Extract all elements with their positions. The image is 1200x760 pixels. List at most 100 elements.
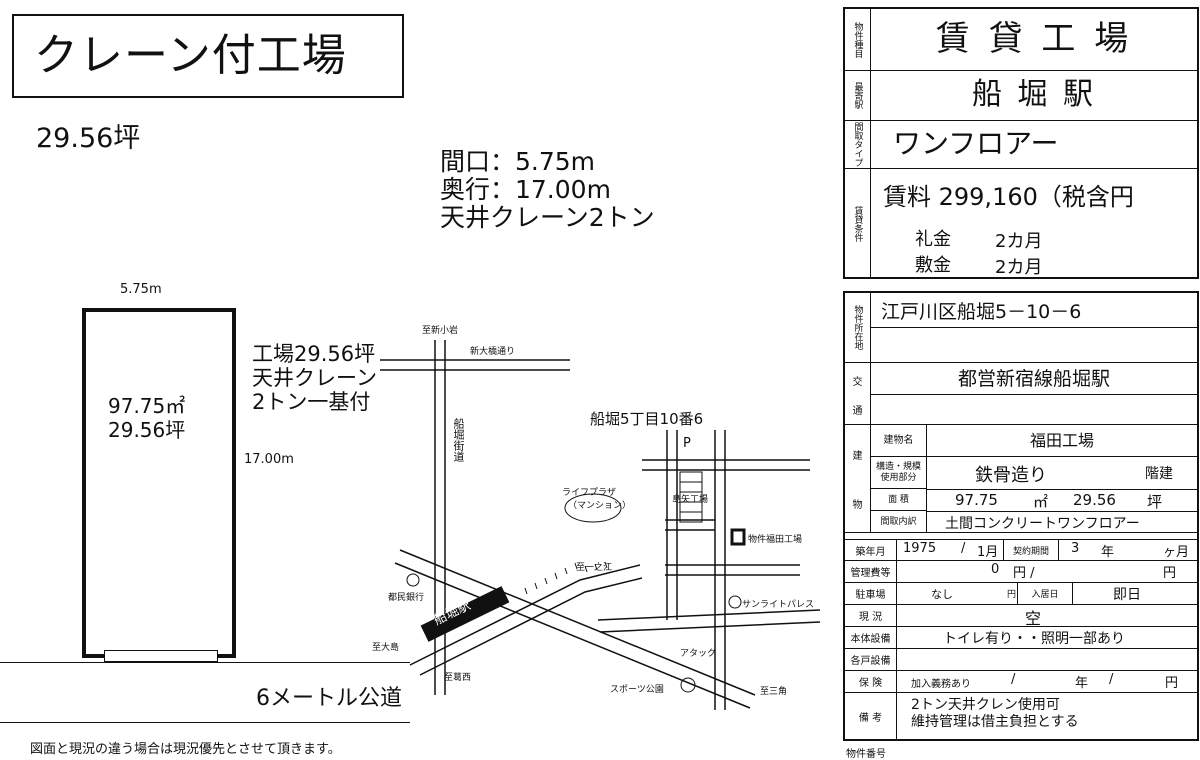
crane-spec: 天井クレーン2トン <box>440 203 655 232</box>
entrance-door <box>104 650 218 662</box>
life-plaza-outline <box>564 493 622 523</box>
mgmt-yen: 円 <box>1163 566 1177 581</box>
road-h2 <box>665 519 715 531</box>
summary-table: 物件種目 賃 貸 工 場 最寄駅 船 堀 駅 間取タイプ ワンフロアー 賃貸条件… <box>843 7 1199 279</box>
equipment-value: トイレ有り・・照明一部あり <box>943 631 1125 647</box>
floor-sqm: 97.75㎡ <box>108 394 186 418</box>
road-funabori-kaido <box>434 340 446 695</box>
property-no-label: 物件番号 <box>846 749 886 760</box>
floor-plan: 97.75㎡ 29.56坪 <box>82 308 236 658</box>
map-to-kasainishi: 至葛西 <box>444 673 472 683</box>
area-label: 面 積 <box>871 489 927 511</box>
status-label: 現 況 <box>845 605 897 626</box>
map-roads <box>380 340 821 710</box>
map-fukuda: 物件福田工場 <box>748 535 803 545</box>
station-block <box>420 586 510 642</box>
map-life-plaza: ライフプラザ <box>562 488 617 498</box>
road-line <box>0 662 410 663</box>
key-money-label: 礼金 <box>915 229 951 250</box>
area-tsubo-value: 29.56 <box>1073 491 1116 509</box>
sunlight-icon <box>728 595 742 609</box>
structure-label: 構造・規模 使用部分 <box>871 457 927 489</box>
transit-value: 都営新宿線船堀駅 <box>871 363 1197 395</box>
year-unit: 年 <box>1101 545 1115 560</box>
map-sports-park: スポーツ公園 <box>610 685 664 695</box>
remarks-value: 2トン天井クレン使用可 維持管理は借主負担とする <box>911 697 1079 731</box>
bank-icon <box>406 573 420 587</box>
key-money-value: 2カ月 <box>995 231 1043 252</box>
mgmt-value: 0 <box>991 562 1000 577</box>
status-value: 空 <box>1025 609 1042 628</box>
spec-list: 間口：5.75m 奥行：17.00m 天井クレーン2トン <box>440 148 655 232</box>
built-sep: / <box>961 541 966 556</box>
station-label: 最寄駅 <box>845 71 871 120</box>
length-label: 17.00m <box>244 452 294 467</box>
structure-value: 鉄骨造り <box>975 465 1047 486</box>
detail-table: 物件所在地 江戸川区船堀5－10－6 交 通 都営新宿線船堀駅 建 物 建物名 … <box>843 291 1199 741</box>
fukuda-factory-mark <box>730 528 746 546</box>
building-label: 建 物 <box>845 425 871 532</box>
ins-yen: 円 <box>1165 676 1179 691</box>
map-parking: P <box>683 436 691 451</box>
road-diagonal-2 <box>409 564 643 676</box>
tsubo-unit: 坪 <box>1147 493 1163 511</box>
insurance-label: 保 険 <box>845 671 897 692</box>
map-funabori-kaido: 船堀街道 <box>452 418 465 462</box>
movein-label: 入居日 <box>1017 583 1073 604</box>
insurance-value: 加入義務あり <box>911 679 971 690</box>
map-to-mizue: 至三角 <box>760 687 788 697</box>
divider <box>0 722 410 723</box>
remarks-line: 2トン天井クレン使用可 <box>911 697 1060 713</box>
factory-note: 工場29.56坪 天井クレーン 2トン一基付 <box>252 342 377 414</box>
equipment-label: 本体設備 <box>845 627 897 648</box>
parking-value: なし <box>931 588 953 601</box>
layout-detail-label: 間取内訳 <box>871 511 927 533</box>
contract-years: 3 <box>1071 541 1080 556</box>
station-value: 船 堀 駅 <box>971 77 1097 112</box>
type-label: 物件種目 <box>845 9 871 70</box>
depth: 奥行：17.00m <box>440 175 611 204</box>
map-to-ojima: 至大島 <box>372 643 400 653</box>
map-shin-ohashi: 新大橋通り <box>470 347 516 357</box>
map-tomin-bank: 都民銀行 <box>388 593 425 603</box>
listing-title: クレーン付工場 <box>12 14 404 98</box>
building-name: 福田工場 <box>927 425 1197 457</box>
map-sunlight: サンライトパレス <box>742 600 815 610</box>
area-sqm: 97.75 <box>955 491 998 509</box>
factory-note-line: 天井クレーン <box>252 366 377 390</box>
yen-per: 円 / <box>1013 566 1035 581</box>
movein-value: 即日 <box>1113 587 1141 603</box>
shimaya-building <box>679 471 703 523</box>
location-map <box>380 340 821 710</box>
ins-slash-2: / <box>1109 672 1114 687</box>
width-label: 5.75m <box>120 282 162 297</box>
map-to-ichinoe: 至一之江 <box>576 563 613 573</box>
road-label: 6メートル公道 <box>256 686 402 711</box>
road-h4 <box>597 609 821 633</box>
location-label: 物件所在地 <box>845 293 871 362</box>
floor-tsubo: 29.56坪 <box>108 418 186 442</box>
misc-label: 各戸設備 <box>845 649 897 670</box>
factory-note-line: 2トン一基付 <box>252 390 371 414</box>
road-h3 <box>665 564 800 576</box>
map-address: 船堀5丁目10番6 <box>590 410 704 428</box>
floor-area: 97.75㎡ 29.56坪 <box>108 394 185 442</box>
building-name-label: 建物名 <box>871 425 927 457</box>
transit-label: 交 通 <box>845 363 871 424</box>
factory-note-line: 工場29.56坪 <box>252 342 376 366</box>
remarks-line: 維持管理は借主負担とする <box>911 714 1079 730</box>
contract-label: 契約期間 <box>1003 540 1059 560</box>
road-v1 <box>666 430 678 620</box>
layout-label: 間取タイプ <box>845 121 871 168</box>
road-shin-ohashi <box>380 359 570 371</box>
terms-label: 賃貸条件 <box>845 169 871 279</box>
map-mansion: （マンション） <box>568 501 632 511</box>
area-tsubo: 29.56坪 <box>36 123 141 154</box>
road-v2 <box>714 430 726 710</box>
parking-label: 駐車場 <box>845 583 897 604</box>
road-h1 <box>642 459 810 471</box>
ins-year: 年 <box>1075 676 1089 691</box>
deposit-value: 2カ月 <box>995 257 1043 278</box>
road-diagonal-1 <box>394 549 756 709</box>
type-value: 賃 貸 工 場 <box>935 19 1133 59</box>
